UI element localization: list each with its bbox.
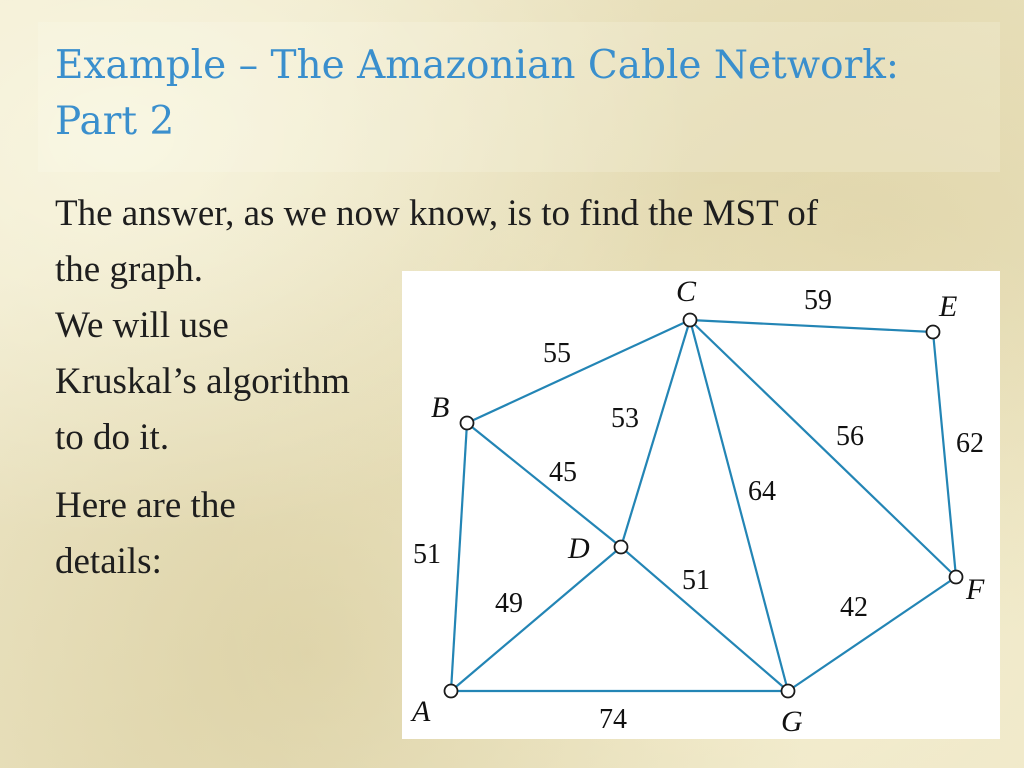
weight-b-d: 45 [549, 457, 577, 488]
node-label-g: G [781, 705, 803, 738]
weight-d-g: 51 [682, 565, 710, 596]
node-label-d: D [567, 532, 590, 565]
node-f [948, 569, 964, 585]
node-d [613, 539, 629, 555]
edge-c-f [689, 319, 957, 578]
weight-c-d: 53 [611, 403, 639, 434]
edge-c-g [688, 319, 790, 692]
weight-a-d: 49 [495, 588, 523, 619]
node-label-f: F [965, 573, 985, 606]
node-a [443, 683, 459, 699]
node-label-e: E [938, 290, 957, 323]
body-line-5: to do it. [55, 417, 170, 458]
edge-g-f [787, 576, 957, 692]
node-c [682, 312, 698, 328]
graph-diagram: 55 59 53 56 64 62 45 51 49 51 42 74 A B … [402, 271, 1000, 739]
weight-e-f: 62 [956, 428, 984, 459]
weight-c-e: 59 [804, 285, 832, 316]
node-b [459, 415, 475, 431]
slide-title-line-2: Part 2 [55, 99, 175, 144]
weight-b-c: 55 [543, 338, 571, 369]
edge-c-d [619, 319, 692, 548]
node-label-c: C [676, 275, 697, 308]
body-line-6: Here are the [55, 485, 236, 526]
edge-b-d [466, 422, 622, 548]
edge-c-e [689, 318, 934, 334]
node-e [925, 324, 941, 340]
body-line-2: the graph. [55, 249, 203, 290]
body-line-3: We will use [55, 305, 229, 346]
edge-e-f [931, 331, 958, 578]
edge-b-c [466, 319, 691, 424]
slide-title: Example – The Amazonian Cable Network: P… [55, 38, 975, 150]
weight-c-f: 56 [836, 421, 864, 452]
body-line-4: Kruskal’s algorithm [55, 361, 350, 402]
body-line-7: details: [55, 541, 162, 582]
body-line-1: The answer, as we now know, is to find t… [55, 193, 819, 234]
weight-c-g: 64 [748, 476, 776, 507]
slide-body: The answer, as we now know, is to find t… [55, 186, 985, 590]
node-label-b: B [431, 391, 449, 424]
weight-b-a: 51 [413, 539, 441, 570]
slide-title-line-1: Example – The Amazonian Cable Network: [55, 43, 900, 88]
edge-a-d [450, 546, 622, 692]
graph-svg: 55 59 53 56 64 62 45 51 49 51 42 74 A B … [410, 275, 985, 738]
node-g [780, 683, 796, 699]
title-band [38, 22, 1000, 172]
weight-g-f: 42 [840, 592, 868, 623]
weight-a-g: 74 [599, 704, 627, 735]
node-label-a: A [410, 695, 431, 728]
edge-d-g [620, 546, 789, 692]
edge-b-a [449, 422, 469, 692]
